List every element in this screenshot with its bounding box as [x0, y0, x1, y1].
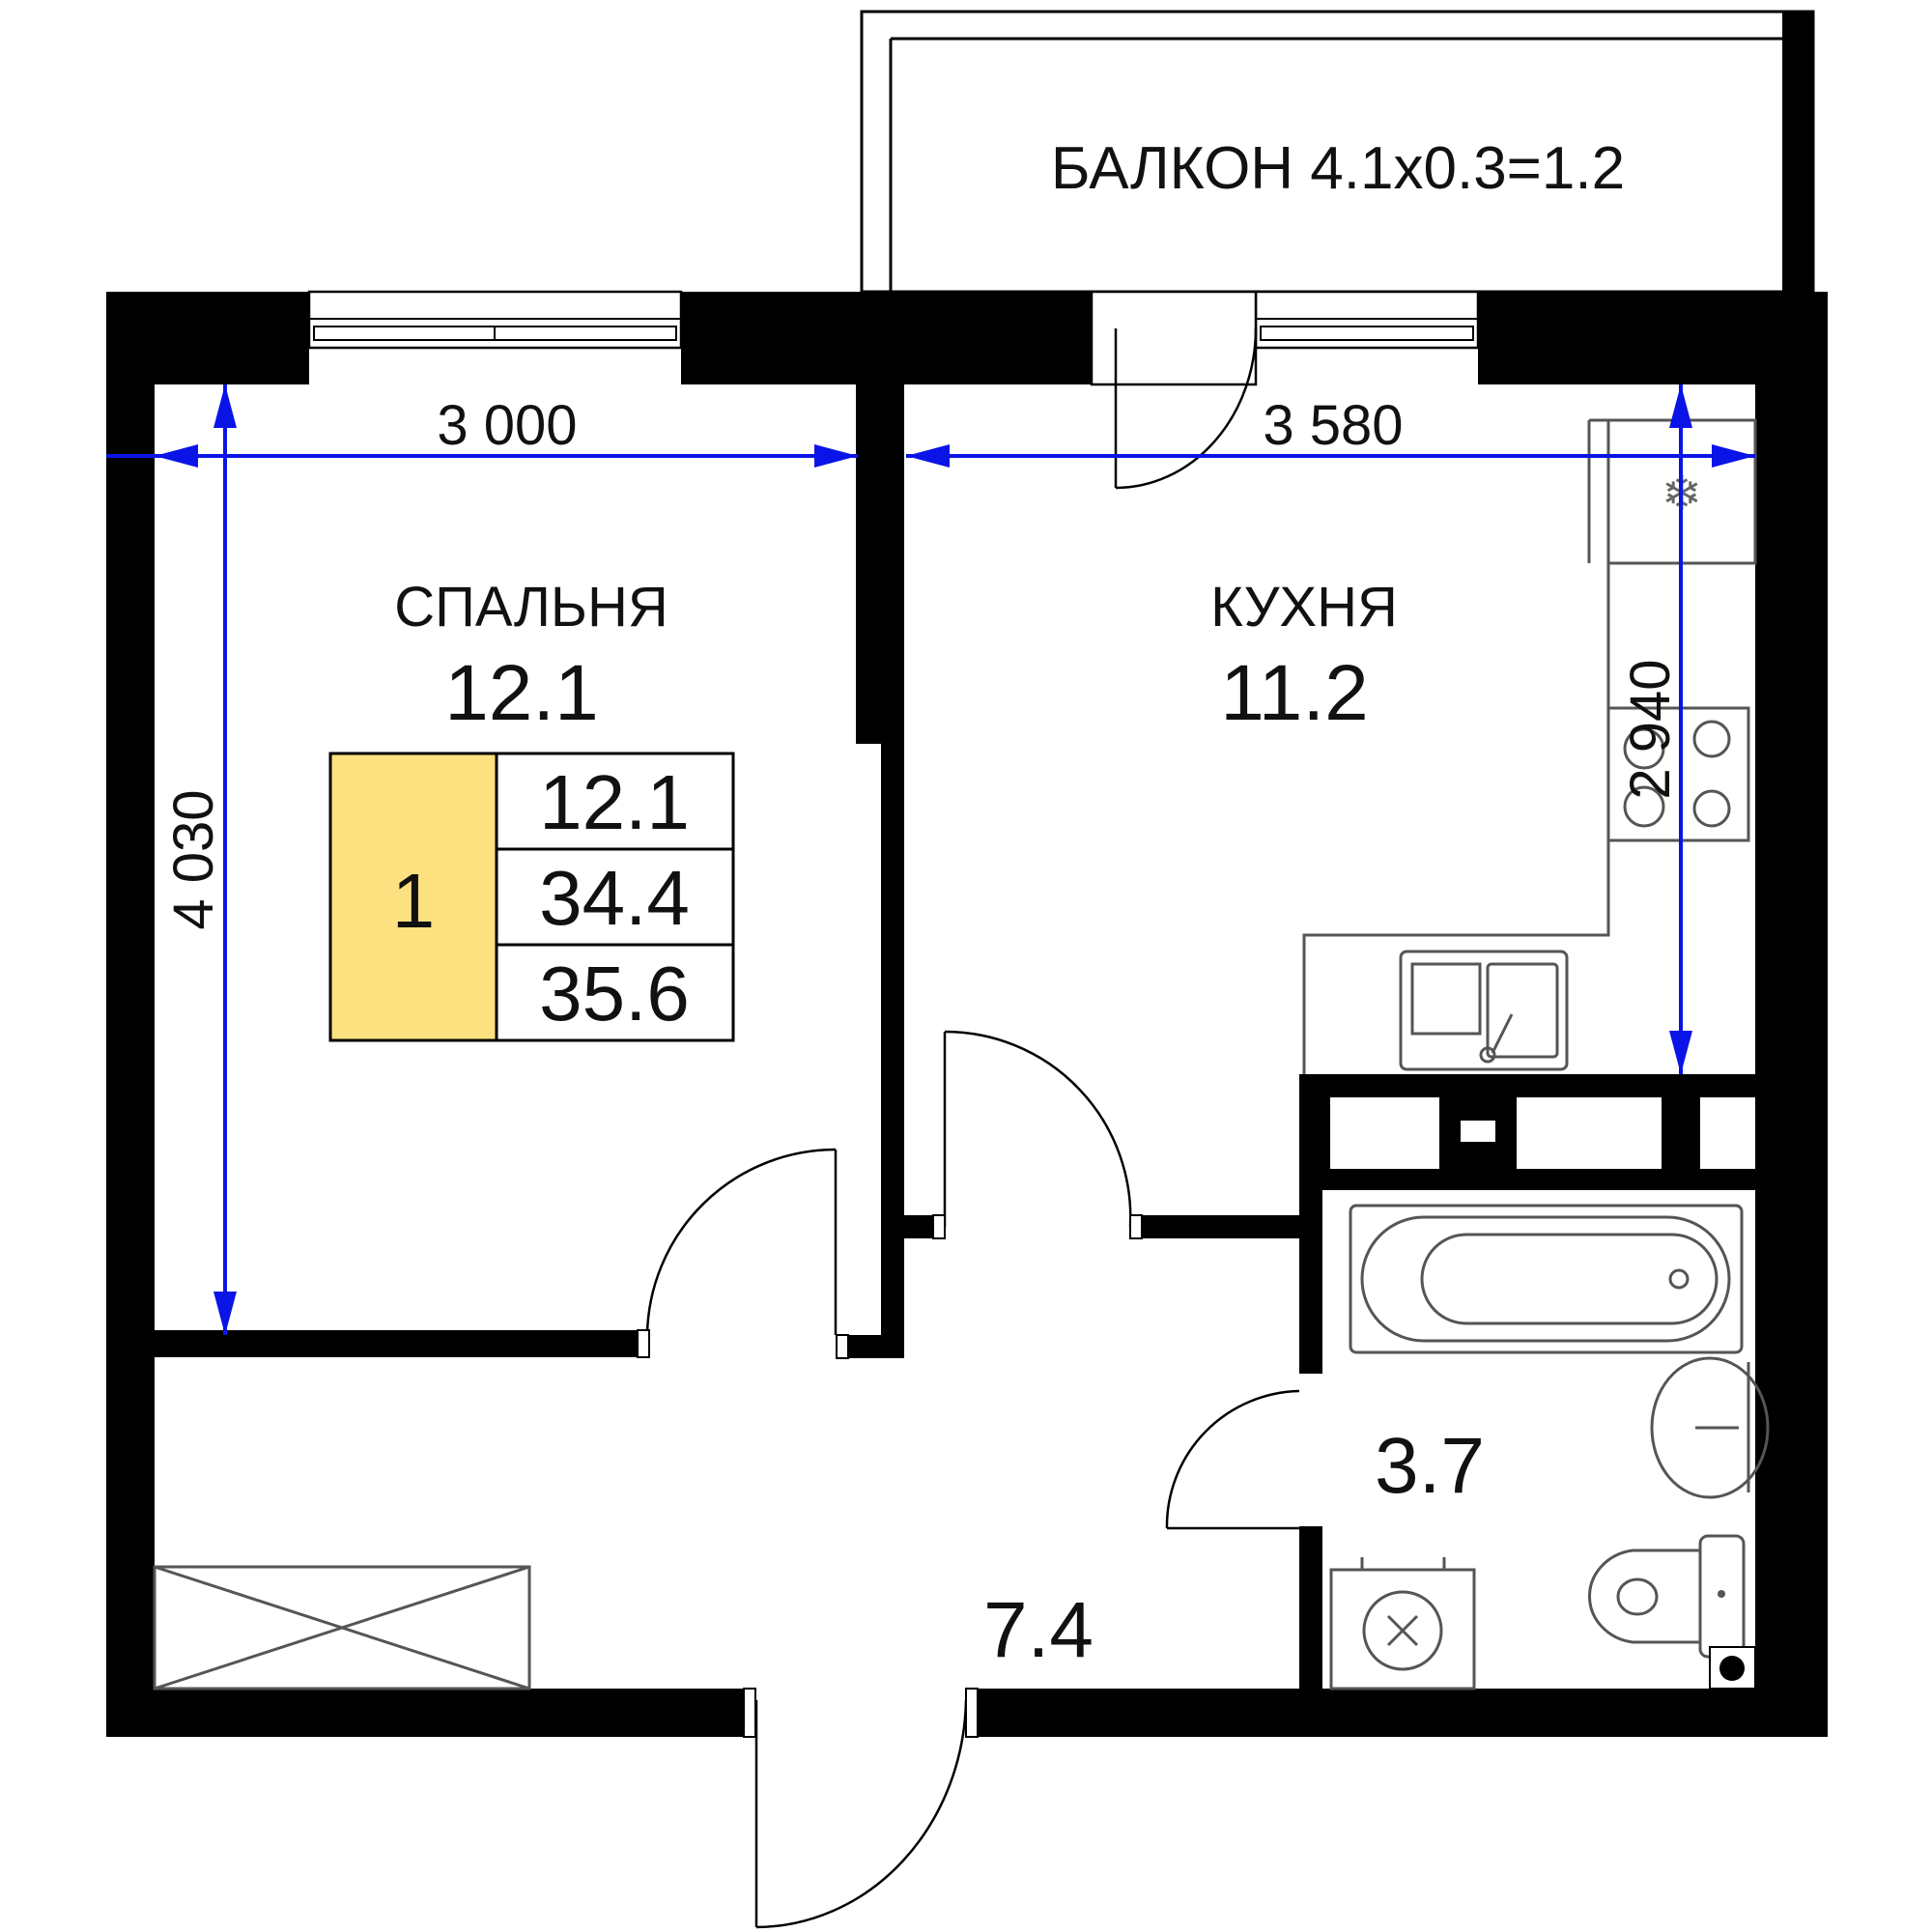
shaft-bottom [1299, 1169, 1755, 1190]
rooms-count-badge [328, 752, 498, 1042]
dim-kitchen-depth: 2 940 [1619, 384, 1692, 1074]
riser [1709, 1646, 1756, 1690]
toilet [1588, 1534, 1746, 1659]
door-bedroom [637, 1148, 849, 1359]
summary-table: 1 12.1 34.4 35.6 [328, 752, 735, 1042]
wardrobe [153, 1565, 531, 1690]
balcony-wall-right [1782, 12, 1813, 294]
bathtub [1349, 1204, 1744, 1354]
room-area-hallway: 7.4 [983, 1586, 1094, 1674]
dim-bedroom-depth-label: 4 030 [162, 789, 225, 929]
total-area: 34.4 [539, 855, 690, 941]
door-kitchen [932, 1030, 1143, 1239]
wall-bed-door-stub [848, 1335, 904, 1358]
shaft-gap [1461, 1121, 1495, 1142]
room-area-kitchen: 11.2 [1220, 649, 1369, 737]
washing-machine [1329, 1557, 1476, 1690]
wall-right [1755, 292, 1828, 1737]
wall-bottom-right [978, 1689, 1828, 1737]
wall-left [106, 292, 155, 1737]
living-area: 12.1 [539, 759, 690, 845]
dim-kitchen-width-label: 3 580 [1263, 394, 1403, 457]
wall-hall-stub-left [904, 1215, 933, 1238]
washbasin [1650, 1356, 1770, 1499]
dim-bedroom-width-label: 3 000 [437, 394, 577, 457]
balcony-door [1090, 290, 1258, 490]
total-with-balcony: 35.6 [539, 951, 690, 1037]
interior-walls [155, 384, 1755, 1689]
dim-kitchen-width: 3 580 [906, 394, 1755, 468]
door-entrance [743, 1688, 979, 1929]
wall-bed-kitchen-top [856, 384, 904, 744]
dim-bedroom-width: 3 000 [106, 394, 858, 468]
wall-top-middle [681, 292, 1092, 384]
window-bedroom [307, 290, 683, 350]
room-name-bedroom: СПАЛЬНЯ [394, 576, 668, 639]
exterior-walls [106, 292, 1828, 1737]
wall-bottom-left [106, 1689, 744, 1737]
room-area-bedroom: 12.1 [444, 649, 599, 737]
shaft-left [1299, 1074, 1330, 1190]
room-name-kitchen: КУХНЯ [1210, 576, 1398, 639]
wall-bath-left-bottom [1299, 1526, 1322, 1689]
rooms-count: 1 [392, 858, 436, 944]
dim-bedroom-depth: 4 030 [162, 384, 237, 1335]
door-bathroom [1165, 1389, 1300, 1530]
wall-bedroom-bottom [155, 1330, 638, 1357]
window-kitchen [1254, 290, 1480, 350]
wall-bed-kitchen-lower [881, 744, 904, 1335]
shaft-right [1662, 1074, 1700, 1190]
room-area-bathroom: 3.7 [1375, 1422, 1485, 1510]
balcony-label: БАЛКОН 4.1х0.3=1.2 [1051, 135, 1625, 202]
wall-kitchen-bath-top [1140, 1215, 1299, 1238]
stove [1606, 706, 1750, 842]
balcony: БАЛКОН 4.1х0.3=1.2 [860, 10, 1815, 294]
dim-kitchen-depth-label: 2 940 [1619, 659, 1682, 799]
fridge: ❄ [1587, 418, 1757, 565]
kitchen-sink [1399, 950, 1569, 1071]
